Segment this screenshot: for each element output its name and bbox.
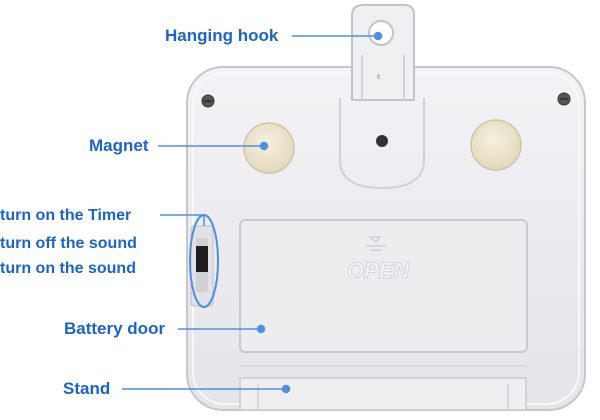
switch-slider: [196, 246, 208, 272]
label-turn-on-timer: turn on the Timer: [0, 207, 132, 224]
label-stand: Stand: [63, 379, 111, 398]
magnet-left: [243, 122, 295, 174]
label-hanging-hook: Hanging hook: [165, 26, 279, 45]
label-turn-on-sound: turn on the sound: [0, 260, 136, 277]
screw-left: [201, 94, 215, 108]
battery-door: OPEN: [239, 219, 528, 353]
mode-switch: [189, 214, 219, 308]
hook-recess: [339, 98, 425, 190]
hook-hole: [376, 135, 388, 147]
label-battery-door: Battery door: [64, 319, 166, 338]
label-magnet: Magnet: [89, 136, 149, 155]
hanging-hook: [351, 4, 415, 101]
label-turn-off-sound: turn off the sound: [0, 235, 137, 252]
magnet-right: [470, 119, 522, 171]
callout-lines: [122, 31, 383, 394]
stand: [239, 365, 527, 411]
screw-right: [557, 92, 571, 106]
battery-door-open-text: OPEN: [347, 258, 410, 283]
